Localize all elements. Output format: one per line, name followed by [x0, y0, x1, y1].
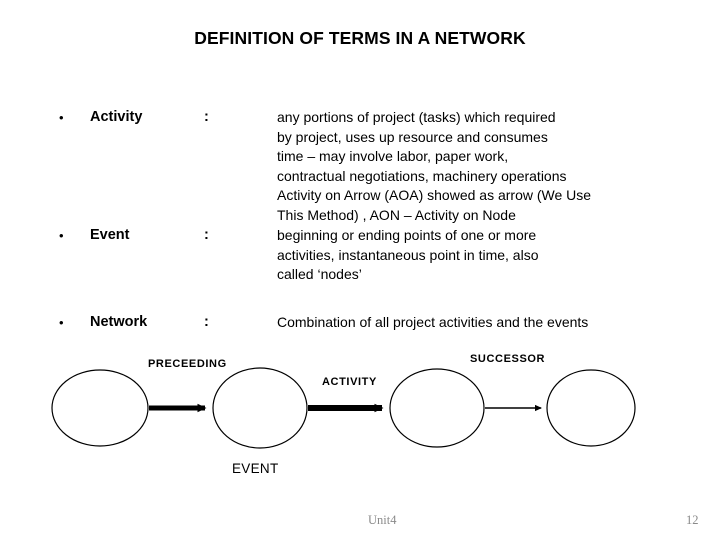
definition-separator-network: :: [204, 314, 209, 330]
definition-text-event: beginning or ending points of one or mor…: [277, 226, 692, 285]
network-diagram: [0, 344, 720, 494]
bullet-icon: •: [59, 110, 64, 125]
definition-line: beginning or ending points of one or mor…: [277, 227, 537, 243]
diagram-node-2: [212, 367, 308, 449]
footer-unit-label: Unit4: [368, 513, 397, 527]
definition-term-activity: Activity: [90, 109, 143, 125]
page-number: 12: [686, 513, 699, 527]
diagram-label-successor: SUCCESSOR: [470, 353, 546, 365]
definition-line: contractual negotiations, machinery oper…: [277, 167, 567, 184]
definition-text-network: Combination of all project activities an…: [277, 313, 692, 333]
diagram-label-preceeding: PRECEEDING: [148, 358, 227, 370]
definition-separator-activity: :: [204, 109, 209, 125]
definition-text-activity: any portions of project (tasks) which re…: [277, 108, 692, 225]
diagram-node-4: [546, 369, 636, 447]
page-title: DEFINITION OF TERMS IN A NETWORK: [194, 28, 526, 48]
definition-line: any portions of project (tasks) which re…: [277, 109, 556, 125]
diagram-node-1: [51, 369, 149, 447]
definition-line: time – may involve labor, paper work,: [277, 148, 509, 164]
bullet-icon: •: [59, 228, 64, 243]
bullet-icon: •: [59, 315, 64, 330]
definition-line: called ‘nodes’: [277, 266, 362, 282]
diagram-label-event: EVENT: [232, 461, 279, 476]
definition-line: Activity on Arrow (AOA) showed as arrow …: [277, 187, 592, 203]
network-diagram-graphic: [51, 367, 636, 449]
definition-term-network: Network: [90, 314, 148, 330]
definition-line: activities, instantaneous point in time,…: [277, 246, 539, 263]
diagram-node-3: [389, 368, 485, 448]
definition-line: Combination of all project activities an…: [277, 314, 589, 330]
definition-line: This Method) , AON – Activity on Node: [277, 206, 516, 223]
diagram-label-activity: ACTIVITY: [322, 376, 377, 388]
definition-term-event: Event: [90, 227, 130, 243]
definition-separator-event: :: [204, 227, 209, 243]
definition-line: by project, uses up resource and consume…: [277, 128, 548, 145]
